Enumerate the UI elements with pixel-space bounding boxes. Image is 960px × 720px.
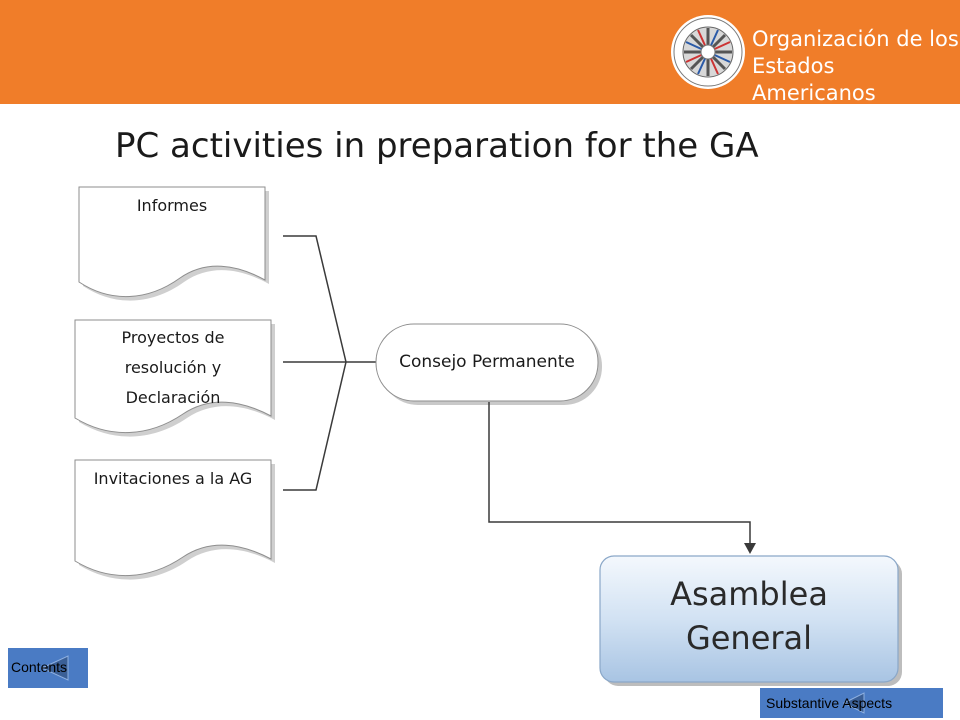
document-label-proyectos: Proyectos de resolución y Declaración: [121, 328, 225, 407]
document-label-invitaciones: Invitaciones a la AG: [93, 469, 253, 488]
back-arrow-icon: [842, 692, 865, 714]
document-shape-invitaciones: [74, 459, 275, 580]
consejo-node-shape: [375, 323, 602, 405]
header-bar: Organización de los Estados Americanos: [0, 0, 960, 105]
document-shape-informes: [78, 186, 269, 301]
back-arrow-icon: [40, 655, 69, 681]
organization-name: Organización de los Estados Americanos: [752, 27, 959, 105]
consejo-permanente-label: Consejo Permanente: [399, 352, 575, 372]
consejo-to-asamblea-arrow: [488, 402, 756, 554]
document-label-informes: Informes: [136, 196, 208, 215]
substantive-aspects-button[interactable]: Substantive Aspects: [760, 688, 943, 718]
contents-button-label: Contents: [11, 659, 68, 675]
page-title: PC activities in preparation for the GA: [115, 126, 759, 166]
contents-button[interactable]: Contents: [8, 648, 88, 688]
asamblea-node-shape: [599, 555, 902, 686]
connector-lines: [283, 235, 376, 491]
document-shape-proyectos: [74, 319, 275, 437]
substantive-aspects-label: Substantive Aspects: [766, 695, 893, 711]
oas-seal-icon: [671, 15, 745, 89]
asamblea-general-label: Asamblea General: [670, 575, 828, 657]
